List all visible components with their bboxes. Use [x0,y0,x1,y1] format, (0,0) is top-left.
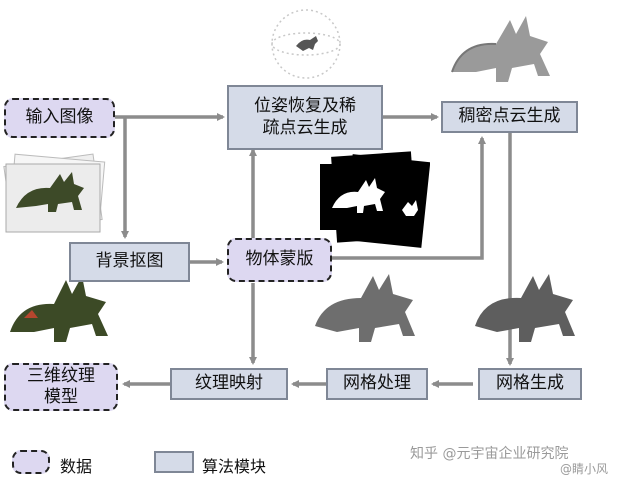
input-photos-image [3,153,106,233]
processed-mesh-model-image [315,274,415,342]
legend-algo-label: 算法模块 [202,457,267,476]
generated-mesh-model-image [475,274,575,342]
input-image-node: 输入图像 [4,98,115,138]
dense-cloud-model-image [451,16,550,82]
pose-sparse-cloud-node: 位姿恢复及稀疏点云生成 [227,85,383,150]
background-matting-node: 背景抠图 [69,242,190,282]
watermark-text: 知乎 @元宇宙企业研究院 [410,446,569,462]
texture-mapping-node: 纹理映射 [170,368,288,400]
mask-image [320,151,430,248]
object-mask-node: 物体蒙版 [227,238,332,282]
textured-model-node: 三维纹理模型 [4,363,118,411]
mesh-processing-node: 网格处理 [326,368,428,400]
legend-algo-swatch [154,451,194,473]
mesh-generation-node: 网格生成 [478,368,582,400]
camera-sphere-icon [271,9,341,79]
textured-model-image [10,276,108,342]
legend-data-label: 数据 [60,457,93,476]
dense-cloud-node: 稠密点云生成 [441,101,578,133]
watermark-subtext: @睛小风 [560,462,609,476]
legend-data-swatch [12,450,50,474]
